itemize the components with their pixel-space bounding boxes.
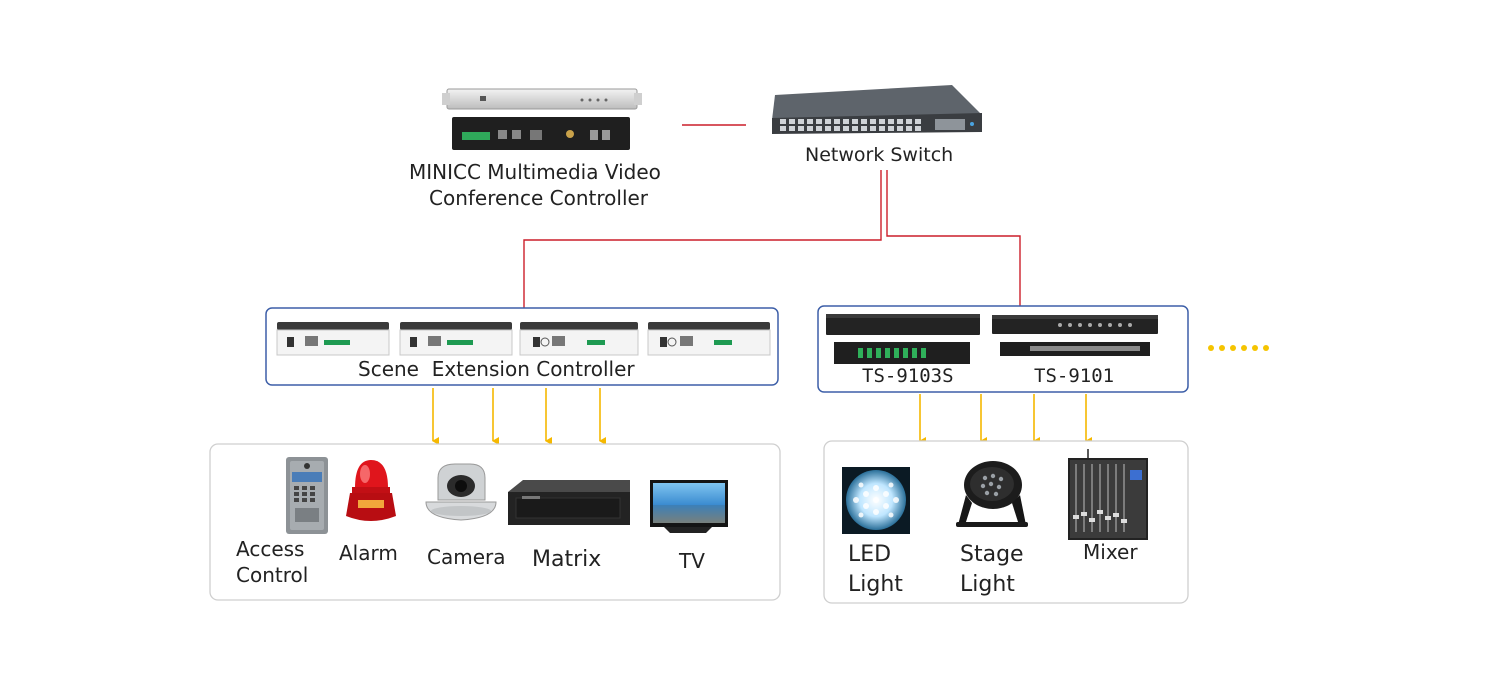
signal-arrows [432, 388, 1092, 445]
access-control-label-line2: Control [236, 563, 309, 587]
controller-label-line2: Conference Controller [429, 186, 649, 210]
mixer-label: Mixer [1083, 540, 1138, 564]
led-light-icon [842, 467, 910, 534]
stage-light-icon [956, 461, 1028, 527]
controller-label-line1: MINICC Multimedia Video [409, 160, 661, 184]
ts-9103s-label: TS-9103S [862, 365, 954, 387]
led-light-label-line2: Light [848, 572, 903, 597]
tv-icon [650, 480, 728, 533]
access-control-label-line1: Access [236, 537, 305, 561]
stage-light-label-line1: Stage [960, 542, 1024, 567]
audio-mixer-icon [1068, 449, 1148, 540]
scene-controller-units [276, 322, 771, 356]
matrix-switcher-icon [508, 480, 630, 525]
matrix-label: Matrix [532, 547, 602, 572]
switch-ts-link [886, 170, 1021, 307]
network-switch-image [772, 85, 982, 134]
access-control-panel-icon [286, 457, 328, 534]
tv-label: TV [679, 549, 705, 573]
alarm-label: Alarm [339, 541, 398, 565]
left-devices-box [209, 443, 781, 601]
network-connectors [523, 124, 1021, 308]
scene-controller-label: Scene Extension Controller [358, 357, 635, 381]
more-devices-ellipsis [1208, 345, 1269, 351]
alarm-beacon-icon [346, 460, 396, 521]
camera-label: Camera [427, 545, 506, 569]
ts-controller-units [826, 314, 1158, 364]
ptz-camera-icon [425, 463, 497, 521]
ts-9101-label: TS-9101 [1034, 365, 1115, 387]
stage-light-label-line2: Light [960, 572, 1015, 597]
switch-scene-link [523, 170, 882, 308]
minicc-controller-image [442, 88, 642, 150]
network-switch-label: Network Switch [805, 144, 954, 166]
led-light-label-line1: LED [848, 542, 892, 567]
